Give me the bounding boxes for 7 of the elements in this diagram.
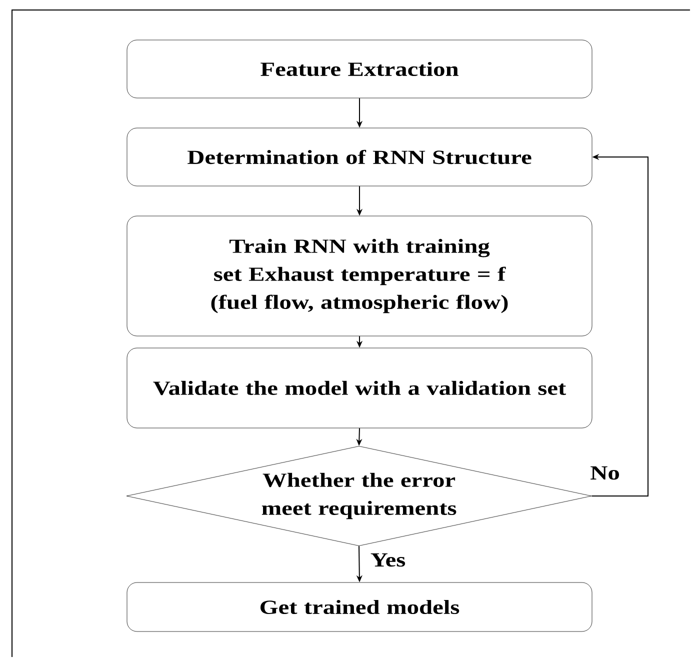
process-box: Feature Extraction [126,40,592,98]
process-box: Determination of RNN Structure [126,128,592,186]
process-box: Get trained models [126,582,592,632]
edge-label: No [589,465,621,481]
process-box: Train RNN with training set Exhaust temperature = f (fuel flow, atmospheric flow) [126,216,592,336]
process-box: Validate the model with a validation set [126,348,592,428]
edge-label: Yes [369,552,407,568]
